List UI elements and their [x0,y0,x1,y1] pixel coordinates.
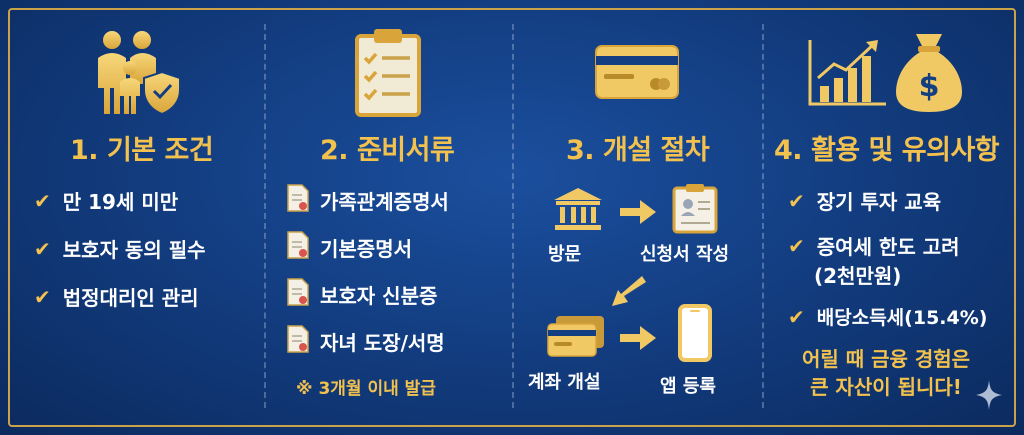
issue-period-note: ※ 3개월 이내 발급 [296,379,436,399]
bank-icon [552,186,604,236]
step-application: 신청서 작성 [640,244,730,265]
section-title: 2. 준비서류 [320,135,455,166]
document-icon [286,325,310,358]
list-item: 보호자 신분증 [286,278,437,311]
arrow-icon [620,326,656,354]
step-account-opening: 계좌 개설 [528,372,601,393]
arrow-icon [620,200,656,228]
step-visit: 방문 [548,244,582,265]
closing-message-line-1: 어릴 때 금융 경험은 [801,347,971,371]
column-divider [264,24,266,408]
list-item: 자녀 도장/서명 [286,325,445,358]
sparkle-icon [976,380,1002,414]
check-icon: ✔ [34,188,51,213]
document-icon [286,184,310,217]
list-item: 가족관계증명서 [286,184,449,217]
application-form-icon [672,182,718,238]
list-item: ✔ 배당소득세(15.4%) [788,304,988,330]
column-divider [512,24,514,408]
smartphone-icon [678,304,712,366]
family-shield-icon [92,28,188,122]
column-divider [762,24,764,408]
step-app-registration: 앱 등록 [660,376,716,397]
check-icon: ✔ [788,233,805,258]
list-item: ✔ 보호자 동의 필수 [34,236,206,263]
credit-card-icon [594,44,680,104]
closing-message-line-2: 큰 자산이 됩니다! [810,375,962,399]
section-title: 4. 활용 및 유의사항 [774,135,1000,166]
list-item: ✔ 만 19세 미만 [34,188,179,215]
arrow-icon [612,276,646,312]
section-title: 3. 개설 절차 [566,135,710,166]
list-item-continuation: (2천만원) [814,264,902,288]
svg-text:$: $ [919,69,940,104]
cards-icon [546,314,606,362]
list-item: 기본증명서 [286,231,412,264]
section-title: 1. 기본 조건 [70,135,214,166]
gold-frame [8,8,1016,427]
check-icon: ✔ [788,304,805,329]
check-icon: ✔ [34,284,51,309]
checklist-clipboard-icon [354,26,422,122]
money-bag-icon: $ [894,32,964,118]
check-icon: ✔ [34,236,51,261]
growth-chart-icon [808,38,888,112]
document-icon [286,278,310,311]
list-item: ✔ 증여세 한도 고려 [788,233,960,260]
check-icon: ✔ [788,188,805,213]
list-item: ✔ 장기 투자 교육 [788,188,942,215]
document-icon [286,231,310,264]
list-item: ✔ 법정대리인 관리 [34,284,199,311]
